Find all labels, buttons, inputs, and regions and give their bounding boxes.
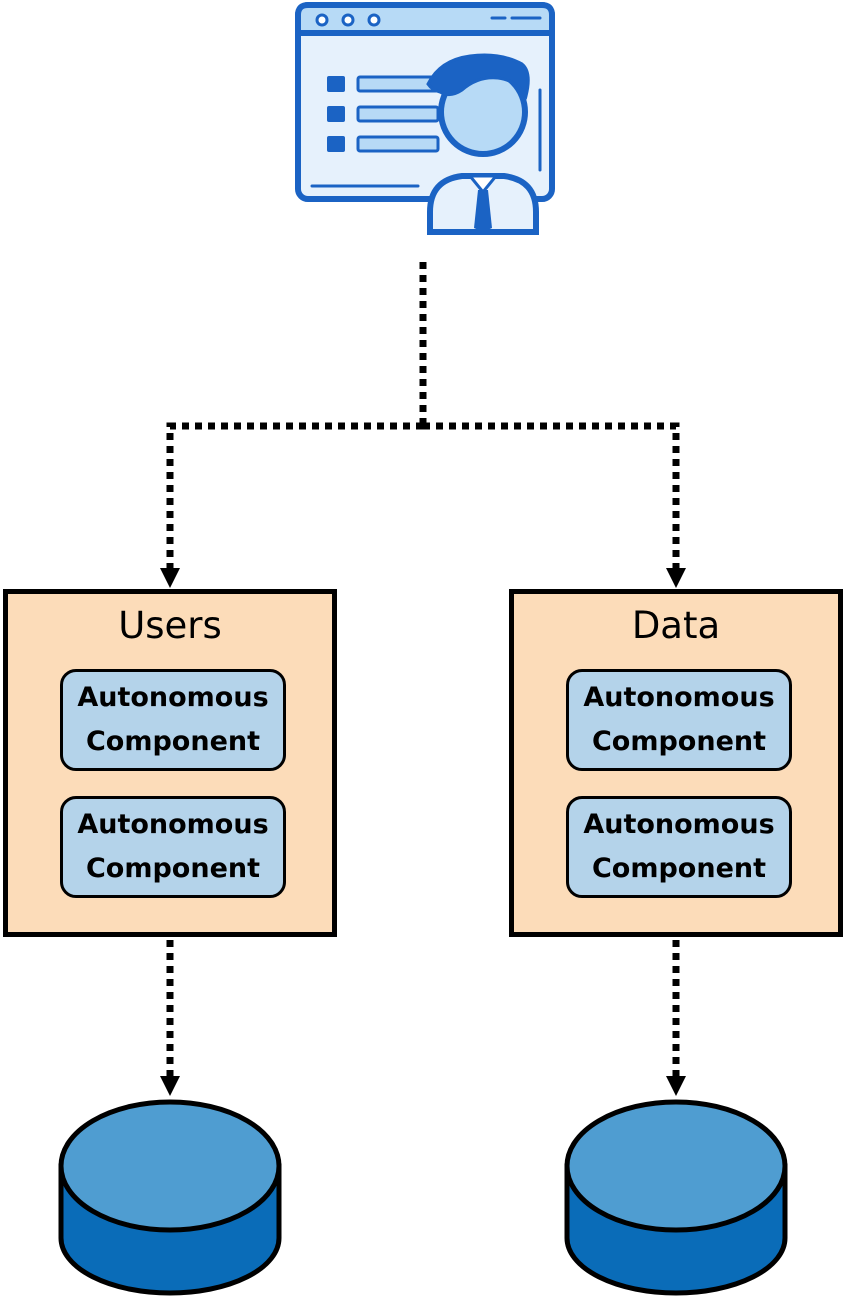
service-data: Data Autonomous Component Autonomous Com… bbox=[509, 589, 843, 937]
component-label-line2: Component bbox=[85, 853, 261, 884]
connector-client-to-users bbox=[166, 422, 423, 570]
autonomous-component: Autonomous Component bbox=[566, 669, 792, 771]
service-title: Users bbox=[118, 604, 222, 647]
component-label-line1: Autonomous bbox=[583, 682, 775, 713]
arrow-head-icon bbox=[160, 1076, 180, 1096]
autonomous-component: Autonomous Component bbox=[60, 796, 286, 898]
service-users: Users Autonomous Component Autonomous Co… bbox=[3, 589, 337, 937]
arrow-head-icon bbox=[666, 1076, 686, 1096]
window-dot-icon bbox=[315, 13, 329, 27]
client-browser-user-icon bbox=[295, 2, 555, 235]
component-label-line1: Autonomous bbox=[583, 809, 775, 840]
autonomous-component: Autonomous Component bbox=[566, 796, 792, 898]
list-lines-icon bbox=[327, 75, 440, 153]
arrow-head-icon bbox=[160, 568, 180, 588]
component-label-line2: Component bbox=[591, 726, 767, 757]
window-dot-icon bbox=[341, 13, 355, 27]
component-label-line2: Component bbox=[591, 853, 767, 884]
connector-client-to-data bbox=[423, 422, 680, 570]
window-dot-icon bbox=[367, 13, 381, 27]
service-title: Data bbox=[631, 604, 721, 647]
browser-title-bar bbox=[295, 2, 555, 36]
arrow-head-icon bbox=[666, 568, 686, 588]
component-label-line1: Autonomous bbox=[77, 682, 269, 713]
presenter-person-icon bbox=[426, 53, 539, 235]
component-label-line2: Component bbox=[85, 726, 261, 757]
autonomous-component: Autonomous Component bbox=[60, 669, 286, 771]
component-label-line1: Autonomous bbox=[77, 809, 269, 840]
